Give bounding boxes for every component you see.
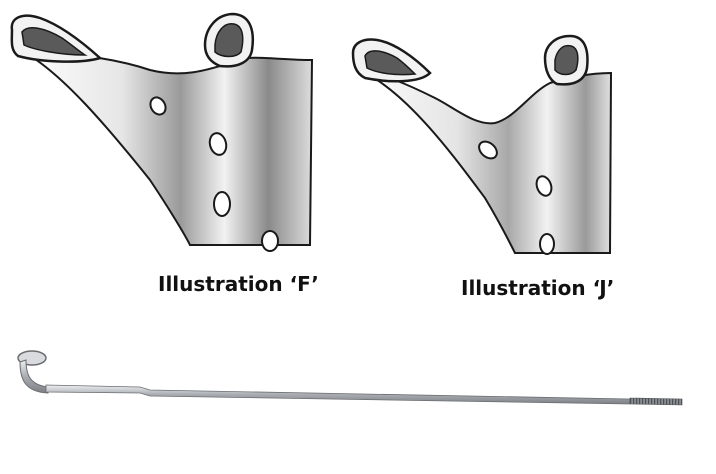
rim-j-illustration (351, 34, 613, 255)
spoke-illustration (17, 350, 683, 406)
rim-f-illustration (10, 12, 314, 252)
rim-f-body (19, 49, 314, 246)
rim-f-left-flange (10, 14, 103, 63)
caption-illustration-j: Illustration ‘J’ (461, 276, 615, 300)
spoke-shaft (45, 384, 631, 405)
rim-f-right-flange (203, 12, 254, 68)
caption-illustration-f: Illustration ‘F’ (158, 272, 319, 296)
rim-j-spoke-holes (478, 140, 555, 255)
rim-j-right-flange (543, 34, 589, 86)
rim-f-spoke-holes (149, 96, 279, 252)
rim-j-body (354, 67, 613, 254)
spoke-head (17, 350, 49, 394)
spoke-threads (629, 397, 683, 406)
rim-j-left-flange (351, 38, 432, 83)
